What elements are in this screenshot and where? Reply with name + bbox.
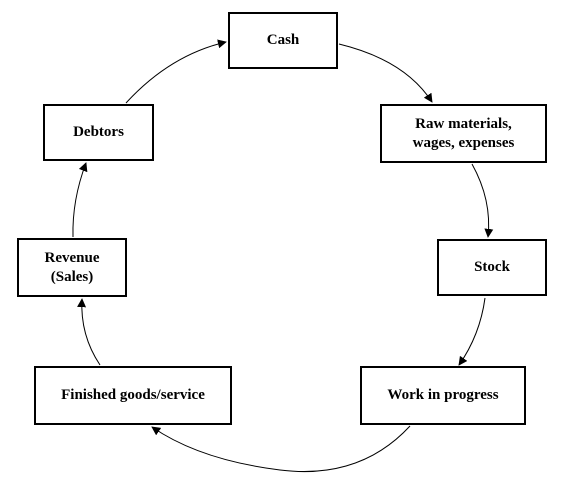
arrow-debtors-to-cash (125, 39, 227, 104)
cash-box: Cash (228, 12, 338, 69)
arrow-cash-to-raw-materials (338, 43, 433, 103)
arrow-revenue-to-debtors (72, 162, 88, 238)
stock-box: Stock (437, 239, 547, 296)
arrow-work-in-progress-to-finished-goods (151, 425, 411, 473)
debtors-box: Debtors (43, 104, 154, 161)
arrow-stock-to-work-in-progress (458, 297, 486, 366)
revenue-box: Revenue (Sales) (17, 238, 127, 297)
arrow-finished-goods-to-revenue (77, 298, 101, 366)
raw-materials-box: Raw materials, wages, expenses (380, 104, 547, 163)
finished-goods-box: Finished goods/service (34, 366, 232, 425)
arrow-raw-materials-to-stock (471, 163, 494, 238)
work-in-progress-box: Work in progress (360, 366, 526, 425)
